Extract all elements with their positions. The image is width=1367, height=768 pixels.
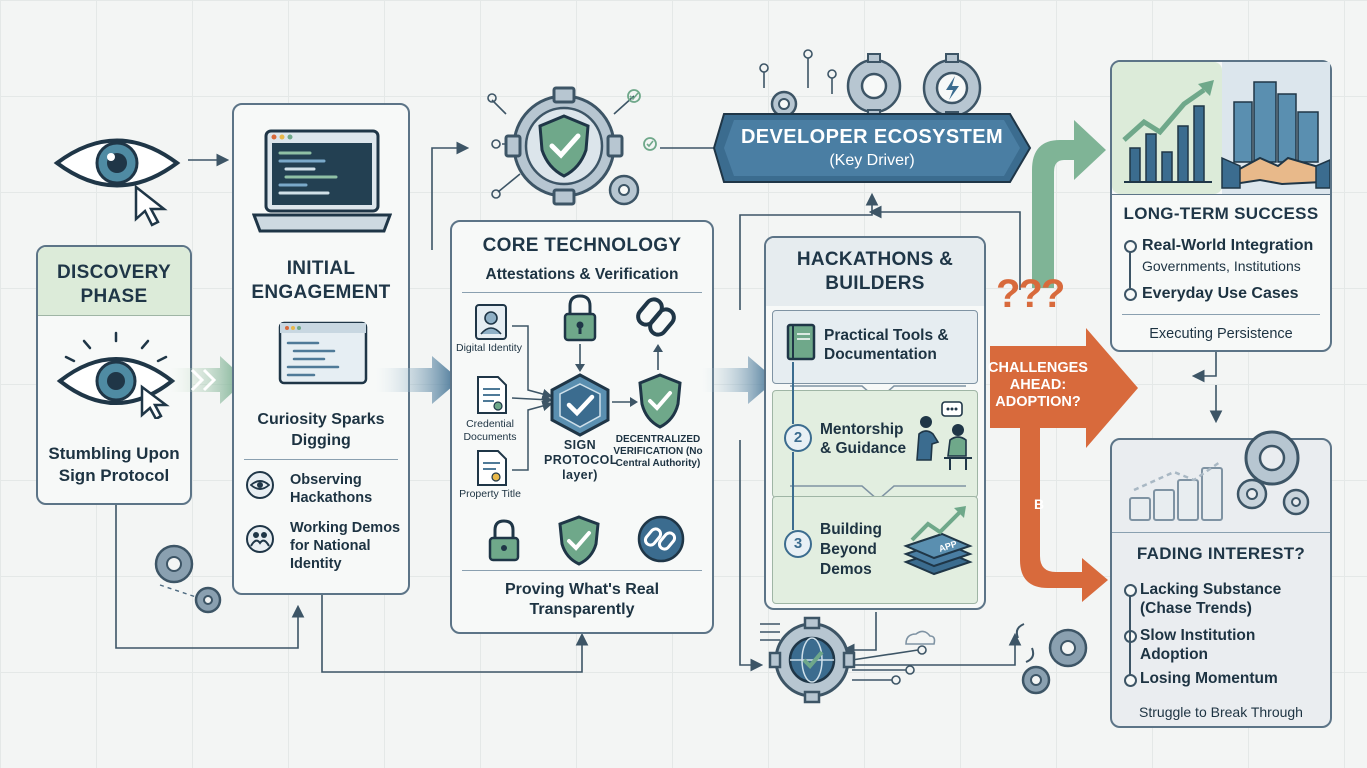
gears-icon [150,538,230,618]
verification-label: DECENTRALIZED VERIFICATION (No Central A… [602,434,714,470]
step-2-number: 2 [784,424,812,452]
step-2-label: Mentorship & Guidance [820,420,916,458]
discovery-caption: Stumbling Upon Sign Protocol [44,443,184,487]
success-bullet [1124,288,1137,301]
title-deed-icon [474,448,510,488]
cursor-icon [132,185,172,229]
challenge-label: CHALLENGES AHEAD: ADOPTION? [986,360,1090,411]
fading-title: FADING INTEREST? [1112,544,1330,564]
step-3-number: 3 [784,530,812,558]
book-icon [784,322,818,364]
eye-small-icon [246,471,274,499]
eye-icon [54,329,178,419]
core-panel: CORE TECHNOLOGY Attestations & Verificat… [450,220,714,634]
fading-footer: Struggle to Break Through [1112,704,1330,720]
core-subtitle: Attestations & Verification [452,266,712,284]
lock-icon [560,292,600,378]
engagement-title: INITIAL ENGAGEMENT [234,257,408,305]
gears-icon [1010,618,1100,698]
document-icon [474,374,510,416]
core-title: CORE TECHNOLOGY [452,234,712,258]
code-window-icon [278,321,368,385]
shield-check-icon [556,514,602,566]
hackathons-panel: HACKATHONS & BUILDERS Practical Tools & … [764,236,986,610]
discovery-title: DISCOVERY PHASE [38,261,190,309]
success-footer: Executing Persistence [1112,326,1330,342]
sign-protocol-hub-icon [548,372,612,438]
ecosystem-subtitle: (Key Driver) [722,152,1022,170]
branch-b-label: B [1034,496,1044,512]
green-up-arrow [1030,100,1110,290]
globe-gear-icon [756,610,936,710]
fading-panel: FADING INTEREST? Lacking Substance (Chas… [1110,438,1332,728]
success-item-1: Real-World Integration [1142,237,1313,255]
fading-item-3: Losing Momentum [1140,670,1278,688]
people-icon [246,525,274,553]
mentor-icon [912,400,974,472]
id-card-icon [472,302,512,342]
fading-chart-icon [1124,428,1324,528]
chain-link-icon [636,514,686,564]
shield-check-icon [636,372,684,430]
success-panel: LONG-TERM SUCCESS Real-World Integration… [1110,60,1332,352]
security-gear-icon [484,84,664,216]
connector-split [1195,350,1216,376]
engagement-item-1: Observing Hackathons [290,471,402,507]
challenge-text: CHALLENGES AHEAD: ADOPTION? [986,360,1090,411]
chain-link-icon [634,294,680,374]
curiosity-text: Curiosity Sparks Digging [240,409,402,451]
engagement-item-2: Working Demos for National Identity [290,519,408,573]
question-marks: ??? [996,272,1063,317]
lock-icon [486,518,522,562]
success-title: LONG-TERM SUCCESS [1112,204,1330,224]
growth-handshake-icon [1112,62,1330,194]
laptop-icon [252,127,392,239]
engagement-panel: INITIAL ENGAGEMENT Curiosity Sparks Digg… [232,103,410,595]
hackathons-title: HACKATHONS & BUILDERS [766,248,984,296]
ecosystem-title: DEVELOPER ECOSYSTEM [722,126,1022,149]
success-item-2: Everyday Use Cases [1142,285,1299,303]
step-1-label: Practical Tools & Documentation [824,326,974,364]
core-footer: Proving What's Real Transparently [452,580,712,620]
app-stack-icon: APP [898,502,978,592]
fading-item-1: Lacking Substance (Chase Trends) [1140,580,1324,618]
discovery-panel: DISCOVERY PHASE Stumbling Upon Sign Prot… [36,245,192,505]
success-item-1-sub: Governments, Institutions [1142,258,1301,274]
fading-item-2: Slow Institution Adoption [1140,626,1310,664]
